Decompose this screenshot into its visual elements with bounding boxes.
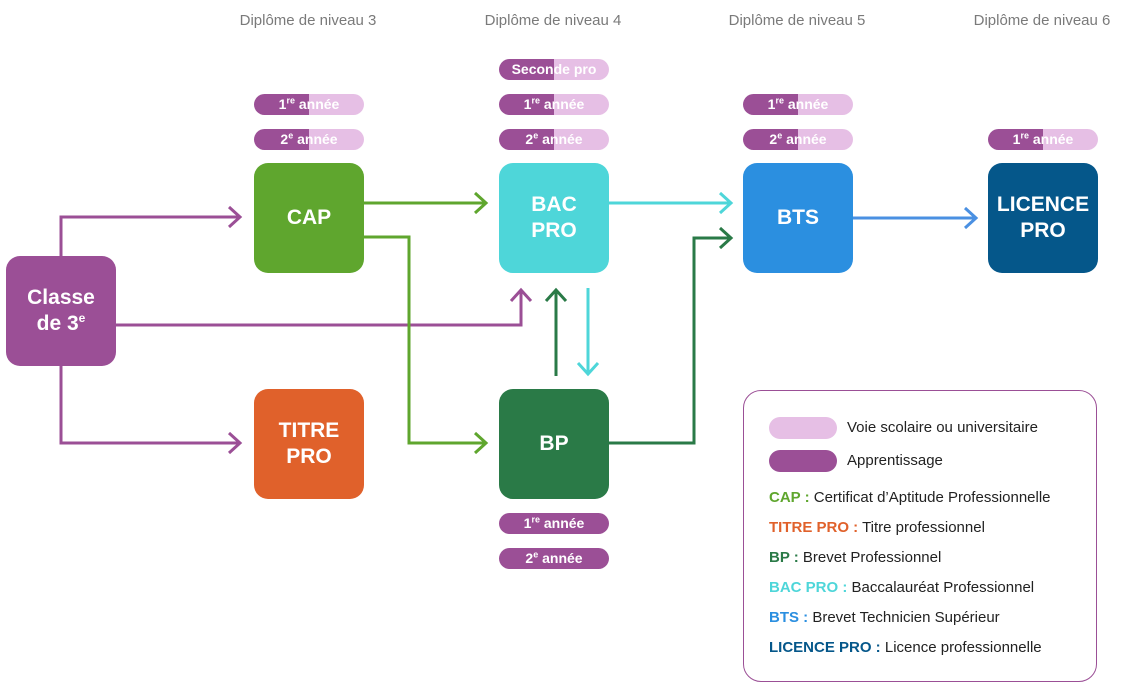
classe-de-3e-box: Classe de 3e xyxy=(6,256,116,366)
legend-row-bts: BTS : Brevet Technicien Supérieur xyxy=(769,609,1000,626)
legend-row-titre-pro: TITRE PRO : Titre professionnel xyxy=(769,519,985,536)
bp-label: BP xyxy=(539,432,569,455)
bts-year-1-pill: 1re année xyxy=(743,94,853,115)
bp-year-2-pill: 2e année xyxy=(499,548,609,569)
arrow-cap-to-bp xyxy=(364,235,486,445)
bts-box: BTS xyxy=(743,163,853,273)
licence-year-1-pill: 1re année xyxy=(988,129,1098,150)
apprentissage-label: Apprentissage xyxy=(847,452,943,469)
cap-box: CAP xyxy=(254,163,364,273)
legend-row-bac-pro: BAC PRO : Baccalauréat Professionnel xyxy=(769,579,1035,596)
licence-label-line2: PRO xyxy=(1020,219,1066,242)
arrowhead-classe-to-bac xyxy=(509,287,533,303)
bts-label: BTS xyxy=(777,206,819,229)
bac-pro-box: BAC PRO xyxy=(499,163,609,273)
arrow-classe-to-bac xyxy=(116,290,523,327)
titre-label-line1: TITRE xyxy=(278,419,340,442)
bac-label-line1: BAC xyxy=(531,193,577,216)
licence-label-line1: LICENCE xyxy=(996,193,1090,216)
level-heading-6: Diplôme de niveau 6 xyxy=(973,12,1111,29)
arrowhead-cap-to-bp xyxy=(473,431,489,455)
titre-label-line2: PRO xyxy=(286,445,332,468)
arrowhead-bp-to-bts xyxy=(718,226,734,250)
voie-scolaire-swatch xyxy=(769,417,837,439)
legend-panel: Voie scolaire ou universitaire Apprentis… xyxy=(743,390,1097,682)
arrowhead-bac-to-bts xyxy=(718,191,734,215)
level-heading-3: Diplôme de niveau 3 xyxy=(239,12,377,29)
bac-year-1-pill: 1re année xyxy=(499,94,609,115)
classe-label-line2: de 3e xyxy=(36,311,86,335)
arrow-bp-to-bts xyxy=(609,236,731,445)
arrowhead-classe-to-cap xyxy=(227,205,243,229)
bac-label-line2: PRO xyxy=(531,219,577,242)
bac-year-2-pill: 2e année xyxy=(499,129,609,150)
arrow-classe-to-titre xyxy=(59,365,240,445)
cap-year-2-pill: 2e année xyxy=(254,129,364,150)
apprentissage-swatch xyxy=(769,450,837,472)
bts-year-2-pill: 2e année xyxy=(743,129,853,150)
arrowhead-bac-to-bp xyxy=(576,361,600,377)
legend-row-bp: BP : Brevet Professionnel xyxy=(769,549,942,566)
arrowhead-bp-to-bac xyxy=(544,287,568,303)
bp-box: BP xyxy=(499,389,609,499)
arrow-classe-to-cap xyxy=(59,215,240,256)
classe-label-line1: Classe xyxy=(27,286,95,309)
arrowhead-cap-to-bac xyxy=(473,191,489,215)
arrowhead-bts-to-licence xyxy=(963,206,979,230)
level-heading-4: Diplôme de niveau 4 xyxy=(484,12,622,29)
legend-row-cap: CAP : Certificat d’Aptitude Professionne… xyxy=(769,489,1051,506)
arrowhead-classe-to-titre xyxy=(227,431,243,455)
bac-seconde-pro-pill: Seconde pro xyxy=(499,59,609,80)
voie-scolaire-label: Voie scolaire ou universitaire xyxy=(847,419,1038,436)
level-heading-5: Diplôme de niveau 5 xyxy=(728,12,866,29)
licence-pro-box: LICENCE PRO xyxy=(988,163,1098,273)
cap-year-1-pill: 1re année xyxy=(254,94,364,115)
legend-row-licence-pro: LICENCE PRO : Licence professionnelle xyxy=(769,639,1042,656)
titre-pro-box: TITRE PRO xyxy=(254,389,364,499)
cap-label: CAP xyxy=(286,206,332,229)
bp-year-1-pill: 1re année xyxy=(499,513,609,534)
